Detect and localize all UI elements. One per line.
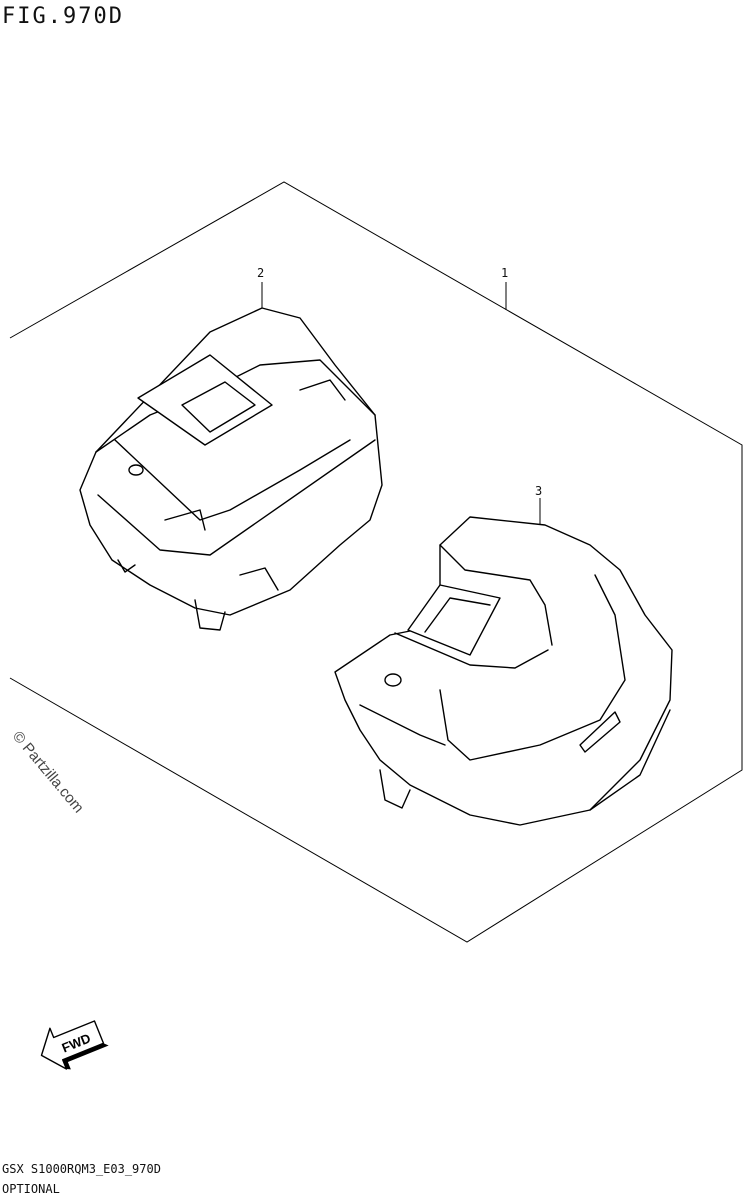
callout-2[interactable]: 2 bbox=[257, 266, 264, 280]
side-case-right[interactable] bbox=[334, 516, 673, 826]
callout-3[interactable]: 3 bbox=[535, 484, 542, 498]
model-code: GSX S1000RQM3_E03_970D bbox=[2, 1162, 161, 1176]
callout-1[interactable]: 1 bbox=[501, 266, 508, 280]
side-case-left[interactable] bbox=[79, 307, 383, 631]
figure-title: FIG.970D bbox=[2, 4, 124, 29]
category-label: OPTIONAL bbox=[2, 1182, 60, 1196]
kit-boundary-outline bbox=[9, 181, 743, 943]
fwd-arrow: FWD bbox=[40, 1020, 109, 1070]
